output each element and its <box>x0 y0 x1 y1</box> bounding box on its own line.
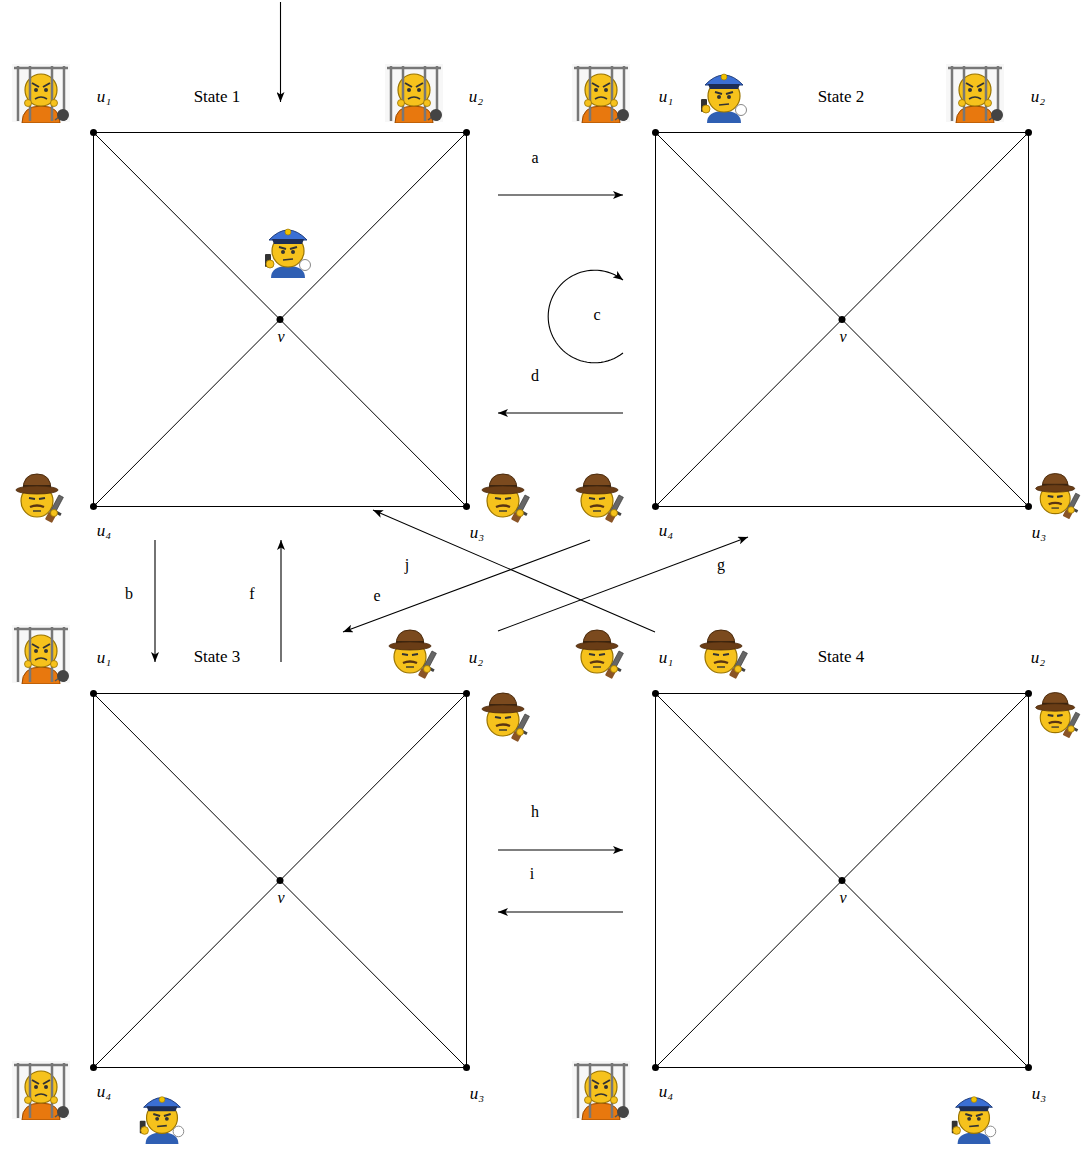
graph-drawing <box>90 129 470 510</box>
state-box: State 2 <box>655 132 1029 507</box>
state-title: State 1 <box>194 88 241 107</box>
vertex-label: u₄ <box>659 522 673 541</box>
prisoner-icon <box>946 64 1004 123</box>
vertex-label: v <box>839 889 846 907</box>
prisoner-icon <box>12 64 70 123</box>
robber-icon <box>16 474 69 525</box>
graph-edge <box>656 133 1029 507</box>
prisoner-icon <box>385 64 443 123</box>
graph-vertex <box>839 316 846 323</box>
robber-icon <box>1036 693 1085 740</box>
state-title: State 3 <box>194 648 241 667</box>
graph-vertex <box>277 316 284 323</box>
transition-arrow <box>548 270 623 363</box>
transition-label: f <box>247 585 256 603</box>
vertex-label: u₃ <box>1032 524 1046 543</box>
state-box: State 1 <box>93 132 467 507</box>
graph-edge <box>94 133 467 507</box>
transition-arrow <box>373 510 655 632</box>
robber-icon <box>482 693 535 744</box>
transition-arrow <box>498 911 623 912</box>
transition-label: j <box>403 556 411 574</box>
prisoner-icon <box>572 1061 630 1120</box>
vertex-label: v <box>277 328 284 346</box>
transition-arrow <box>498 537 748 631</box>
transition-arrow <box>498 849 623 850</box>
transition-label: c <box>591 306 602 324</box>
vertex-label: u₁ <box>97 649 111 668</box>
robber-icon <box>576 474 629 525</box>
transition-arrow <box>343 540 590 632</box>
police-icon <box>701 74 747 123</box>
transition-arrow <box>498 412 623 413</box>
prisoner-icon <box>12 625 70 684</box>
graph-edge <box>94 133 467 507</box>
prisoner-icon <box>12 1061 70 1120</box>
graph-vertex <box>839 877 846 884</box>
connector-group <box>155 195 748 912</box>
graph-vertex <box>277 877 284 884</box>
graph-edge <box>656 133 1029 507</box>
robber-icon <box>576 630 629 681</box>
vertex-label: u₁ <box>97 88 111 107</box>
state-title: State 2 <box>818 88 865 107</box>
transition-label: a <box>529 149 540 167</box>
transition-label: d <box>529 367 541 385</box>
state-box: State 4 <box>655 693 1029 1068</box>
transition-label: i <box>528 865 536 883</box>
prisoner-icon <box>572 64 630 123</box>
graph-edge <box>94 694 467 1068</box>
transition-arrow <box>280 540 281 662</box>
police-icon <box>265 229 311 278</box>
vertex-label: u₂ <box>469 88 483 107</box>
graph-drawing <box>652 690 1032 1071</box>
vertex-label: v <box>839 328 846 346</box>
graph-edge <box>656 694 1029 1068</box>
state-title: State 4 <box>818 648 865 667</box>
police-icon <box>952 1097 996 1144</box>
graph-edge <box>94 694 467 1068</box>
vertex-label: u₂ <box>469 649 483 668</box>
robber-icon <box>1036 474 1085 521</box>
state-box: State 3 <box>93 693 467 1068</box>
graph-edge <box>656 694 1029 1068</box>
transition-label: h <box>529 803 541 821</box>
vertex-label: u₂ <box>1031 649 1045 668</box>
vertex-label: u₂ <box>1031 88 1045 107</box>
transition-label: e <box>371 587 382 605</box>
vertex-label: u₄ <box>97 522 111 541</box>
robber-icon <box>482 474 535 525</box>
graph-drawing <box>90 690 470 1071</box>
robber-icon <box>700 630 753 681</box>
transition-arrow <box>498 194 623 195</box>
vertex-label: u₁ <box>659 649 673 668</box>
transition-label: g <box>715 556 727 574</box>
vertex-label: u₁ <box>659 88 673 107</box>
vertex-label: u₃ <box>470 1085 484 1104</box>
vertex-label: u₃ <box>1032 1085 1046 1104</box>
vertex-label: u₄ <box>659 1083 673 1102</box>
police-icon <box>140 1097 184 1144</box>
vertex-label: u₃ <box>470 524 484 543</box>
vertex-label: u₄ <box>97 1083 111 1102</box>
start-arrow <box>280 2 281 102</box>
transition-label: b <box>123 585 135 603</box>
robber-icon <box>389 630 442 681</box>
vertex-label: v <box>277 889 284 907</box>
transition-arrow <box>154 540 155 662</box>
graph-drawing <box>652 129 1032 510</box>
